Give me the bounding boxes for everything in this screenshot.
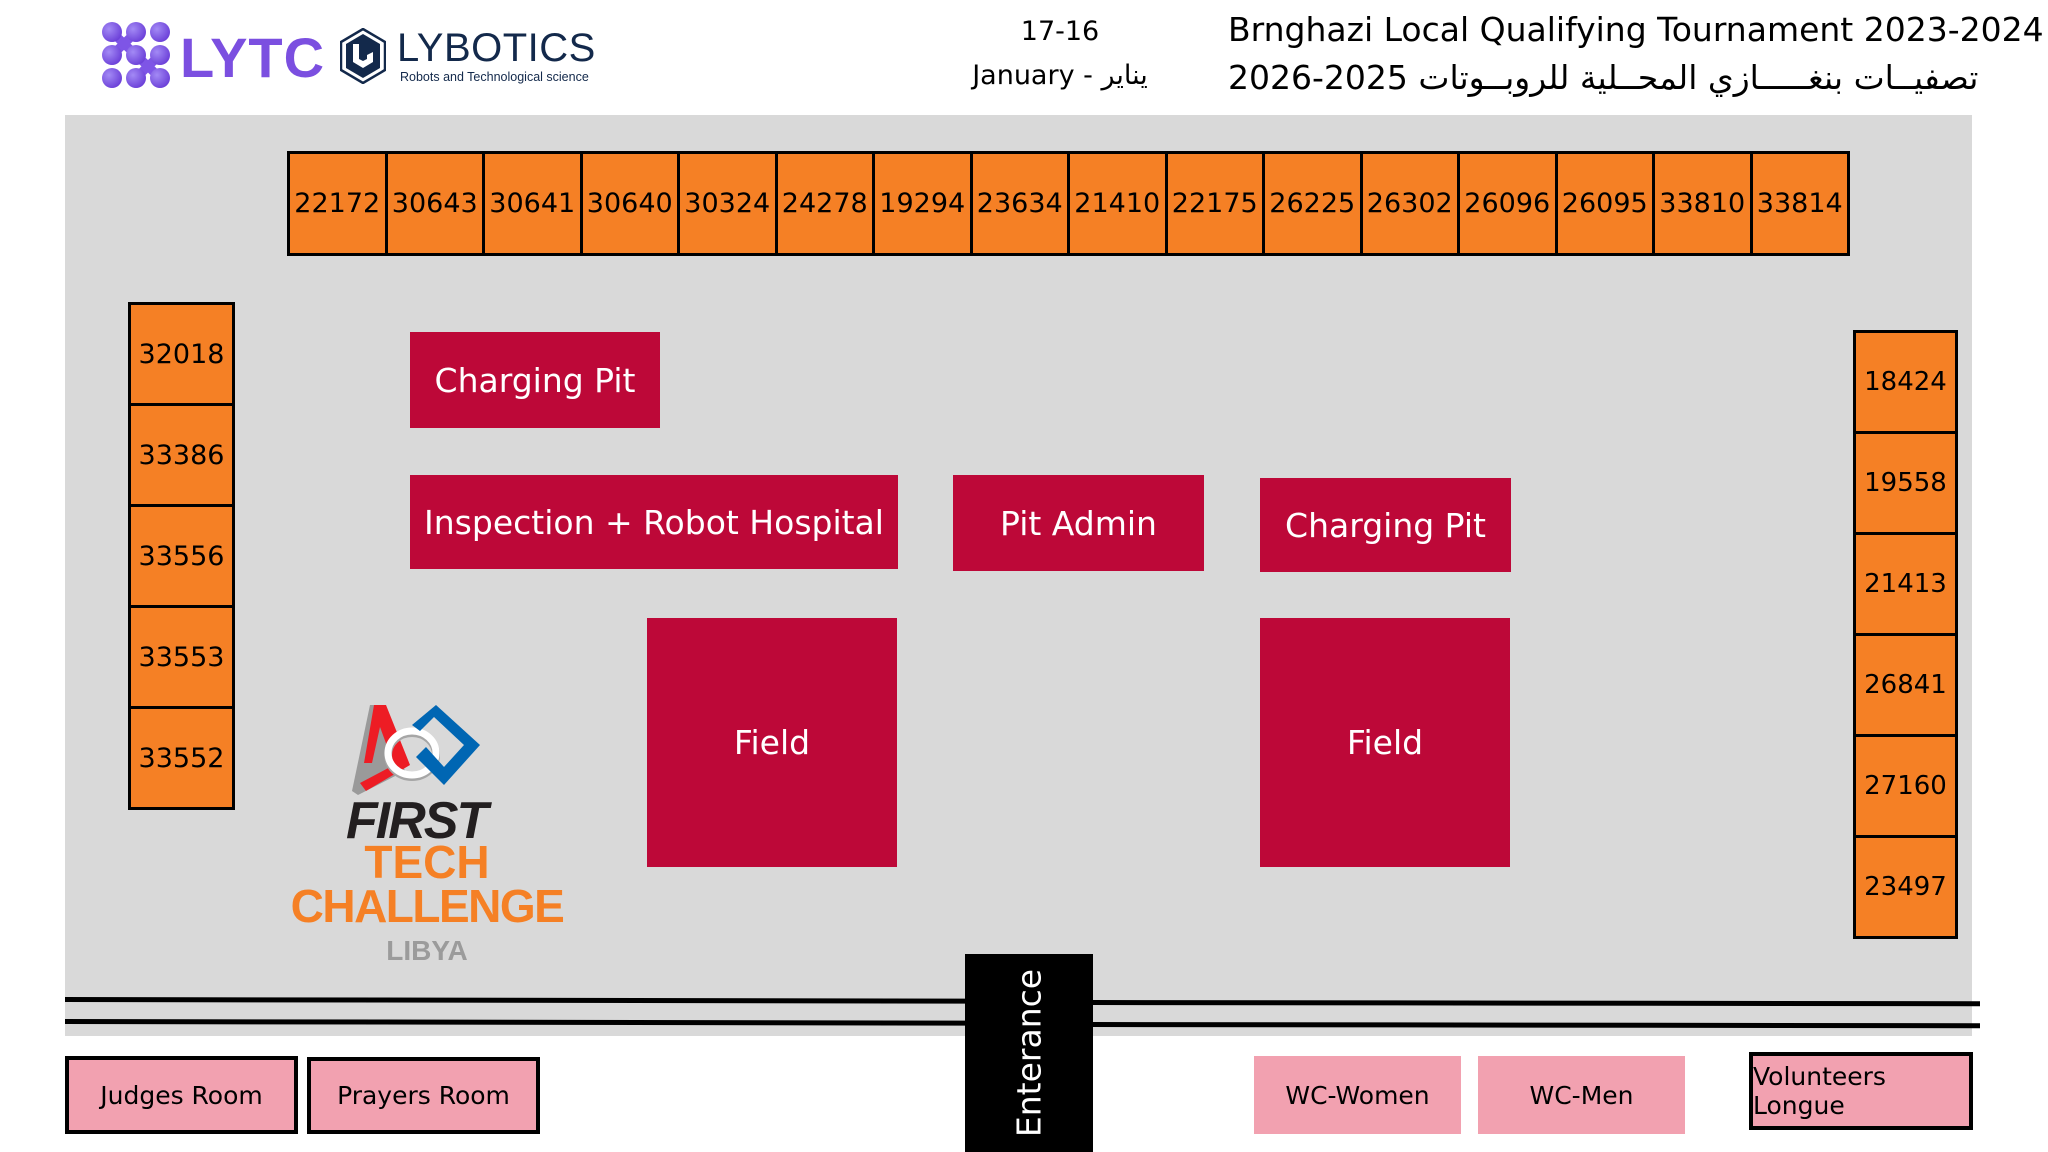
team-booth[interactable]: 26095 xyxy=(1554,151,1655,256)
team-booth[interactable]: 33552 xyxy=(128,706,235,810)
lybotics-tagline: Robots and Technological science xyxy=(400,70,589,84)
prayers-room[interactable]: Prayers Room xyxy=(307,1057,540,1134)
team-booth[interactable]: 30324 xyxy=(677,151,778,256)
charging-pit-left[interactable]: Charging Pit xyxy=(410,332,660,428)
team-booth[interactable]: 33810 xyxy=(1652,151,1753,256)
team-booth[interactable]: 19558 xyxy=(1853,431,1958,535)
lybotics-wordmark: LYBOTICS xyxy=(397,26,596,70)
ftc-first-wordmark: FIRST xyxy=(346,792,488,850)
event-date: 17-16 January - يناير xyxy=(960,10,1160,98)
inspection-robot-hospital[interactable]: Inspection + Robot Hospital xyxy=(410,475,898,569)
event-month: January - يناير xyxy=(972,60,1148,91)
volunteers-lounge[interactable]: Volunteers Longue xyxy=(1749,1052,1973,1130)
team-booth[interactable]: 33553 xyxy=(128,605,235,709)
team-booth[interactable]: 19294 xyxy=(872,151,973,256)
lytc-dots-icon xyxy=(102,22,170,88)
ftc-tech-wordmark: TECH xyxy=(364,836,490,888)
first-logo-icon xyxy=(352,705,480,795)
ftc-challenge-wordmark: CHALLENGE xyxy=(290,880,565,932)
field-left[interactable]: Field xyxy=(647,618,897,867)
charging-pit-right[interactable]: Charging Pit xyxy=(1260,478,1511,572)
event-days: 17-16 xyxy=(1020,16,1100,47)
lytc-wordmark: LYTC xyxy=(180,26,326,89)
team-booth[interactable]: 33556 xyxy=(128,504,235,608)
lybotics-hexagon-icon xyxy=(340,28,386,84)
title-english: Brnghazi Local Qualifying Tournament 202… xyxy=(1228,10,2044,49)
ftc-region-label: LIBYA xyxy=(386,935,468,966)
team-booth[interactable]: 33386 xyxy=(128,403,235,507)
team-booth[interactable]: 23497 xyxy=(1853,835,1958,939)
team-booth[interactable]: 18424 xyxy=(1853,330,1958,434)
team-booth[interactable]: 27160 xyxy=(1853,734,1958,838)
team-booth[interactable]: 23634 xyxy=(969,151,1070,256)
team-booth[interactable]: 21410 xyxy=(1067,151,1168,256)
team-booth[interactable]: 26225 xyxy=(1262,151,1363,256)
lytc-logo: LYTC xyxy=(100,20,324,90)
wc-men[interactable]: WC-Men xyxy=(1478,1056,1685,1134)
pit-admin[interactable]: Pit Admin xyxy=(953,475,1204,571)
judges-room[interactable]: Judges Room xyxy=(65,1056,298,1134)
right-booth-column: 18424 19558 21413 26841 27160 23497 xyxy=(1853,330,1958,939)
team-booth[interactable]: 26096 xyxy=(1457,151,1558,256)
team-booth[interactable]: 24278 xyxy=(774,151,875,256)
lybotics-logo: LYBOTICS Robots and Technological scienc… xyxy=(340,28,600,88)
team-booth[interactable]: 26302 xyxy=(1359,151,1460,256)
team-booth[interactable]: 30641 xyxy=(482,151,583,256)
entrance[interactable]: Enterance xyxy=(965,954,1093,1152)
team-booth[interactable]: 30643 xyxy=(384,151,485,256)
team-booth[interactable]: 30640 xyxy=(579,151,680,256)
team-booth[interactable]: 32018 xyxy=(128,302,235,406)
team-booth[interactable]: 21413 xyxy=(1853,532,1958,636)
first-tech-challenge-logo: FIRST TECH CHALLENGE LIBYA xyxy=(286,703,568,973)
field-right[interactable]: Field xyxy=(1260,618,1510,867)
team-booth[interactable]: 33814 xyxy=(1749,151,1850,256)
team-booth[interactable]: 22172 xyxy=(287,151,388,256)
top-booth-row: 22172 30643 30641 30640 30324 24278 1929… xyxy=(287,151,1850,256)
left-booth-column: 32018 33386 33556 33553 33552 xyxy=(128,302,235,810)
wc-women[interactable]: WC-Women xyxy=(1254,1056,1461,1134)
entrance-label: Enterance xyxy=(1009,968,1049,1138)
team-booth[interactable]: 26841 xyxy=(1853,633,1958,737)
event-title: Brnghazi Local Qualifying Tournament 202… xyxy=(1228,6,2044,102)
venue-floor xyxy=(65,115,1972,1036)
title-arabic: تصفيــات بنغـــــازي المحــلية للروبــوت… xyxy=(1228,58,1979,97)
team-booth[interactable]: 22175 xyxy=(1164,151,1265,256)
